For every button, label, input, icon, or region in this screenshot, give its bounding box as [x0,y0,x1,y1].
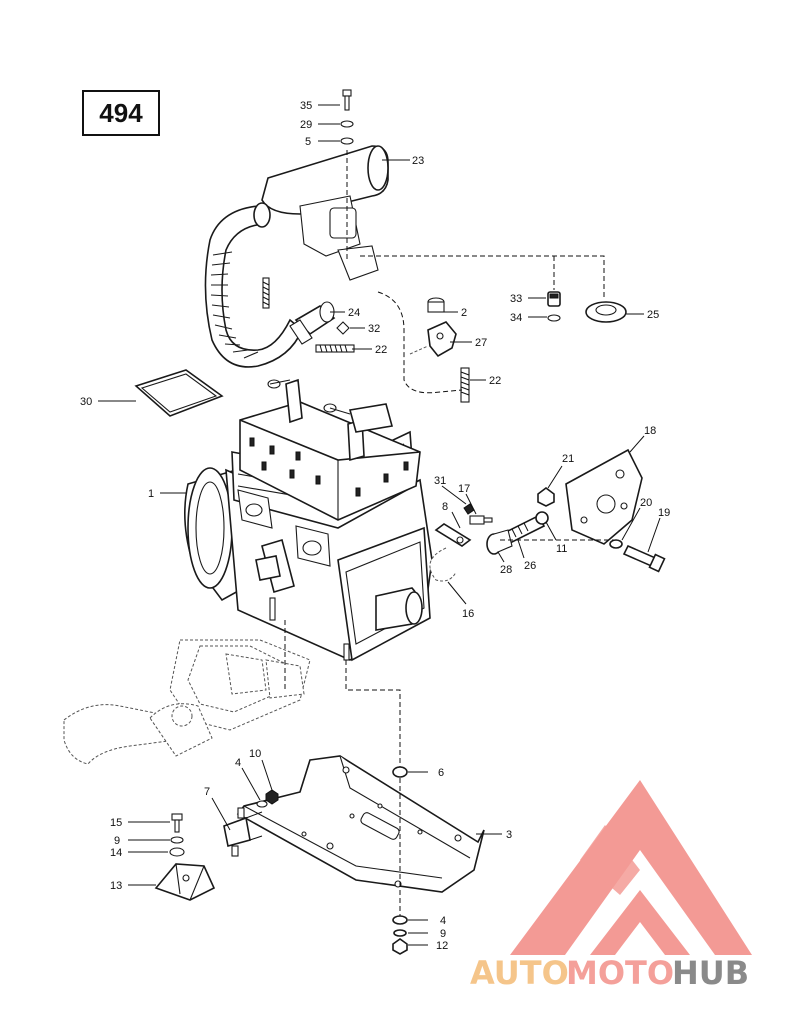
callout-28: 28 [500,564,512,576]
callout-30: 30 [80,396,92,408]
engine-1 [184,378,433,662]
watermark-wordmark: AUTO MOTO HUB [470,954,749,992]
callout-13: 13 [110,880,122,892]
bracket-18 [565,448,643,545]
muffler-23 [261,145,389,281]
watermark-word-auto: AUTO [470,954,569,992]
callout-25: 25 [647,309,659,321]
spring-route-line [377,291,463,394]
washer-9b [393,929,407,937]
spring-upper [262,277,270,309]
washer-29 [340,120,354,128]
callout-9-left: 9 [114,835,120,847]
watermark-triangle-left [580,825,640,895]
callout-4-lower: 4 [440,915,446,927]
bolt-15 [171,813,183,833]
callout-17: 17 [458,483,470,495]
callout-8: 8 [442,501,448,513]
nut-11 [535,511,549,525]
callout-26: 26 [524,560,536,572]
flex-exhaust-pipe [204,202,303,368]
callout-29: 29 [300,119,312,131]
callout-4-upper: 4 [235,757,241,769]
mount-route-line [360,255,605,300]
callout-14: 14 [110,847,122,859]
grommet-25 [585,301,627,323]
exhaust-manifold-ghost [63,639,311,765]
spring-22b [460,367,470,403]
callout-35: 35 [300,100,312,112]
callout-3: 3 [506,829,512,841]
clip-8 [434,523,472,547]
callout-12: 12 [436,940,448,952]
washer-4a [256,800,268,808]
callout-27: 27 [475,337,487,349]
callout-7: 7 [204,786,210,798]
washer-20 [609,539,623,549]
head-bolts [249,437,409,497]
washer-4b [392,915,408,925]
bracket-27 [409,321,457,358]
callout-33: 33 [510,293,522,305]
rubber-mount-13 [154,863,216,901]
callout-2: 2 [461,307,467,319]
spring-22a [315,344,355,353]
callout-16: 16 [462,608,474,620]
callout-22-upper: 22 [375,344,387,356]
callout-18: 18 [644,425,656,437]
gasket-30 [134,369,224,417]
head-fittings [267,378,394,462]
mount-33 [547,291,561,307]
callout-5: 5 [305,136,311,148]
callout-6: 6 [438,767,444,779]
watermark-word-hub: HUB [672,954,749,992]
callout-1: 1 [148,488,154,500]
nut-21 [537,487,555,507]
washer-9a [170,836,184,844]
callout-labels: 35 29 5 23 24 32 22 2 33 34 25 27 22 30 … [80,100,670,952]
leader-lines [98,104,661,946]
bolt-17 [469,515,493,525]
bolt-19 [622,544,666,573]
bolt-35 [342,89,352,111]
watermark-triangle-inner [590,890,690,955]
callout-23: 23 [412,155,424,167]
bushing-28 [486,529,513,555]
washer-5 [340,137,354,145]
nut-12 [392,938,408,955]
callout-9-lower: 9 [440,928,446,940]
callout-11: 11 [556,543,567,555]
watermark-logo [510,780,752,955]
callout-22-lower: 22 [489,375,501,387]
ring-16 [429,547,457,582]
rubber-mount-6 [392,766,408,778]
callout-32: 32 [368,323,380,335]
engine-drop-line-right [345,660,401,770]
diagram-number-box: 494 [82,90,160,136]
nut-31 [463,503,475,515]
callout-20: 20 [640,497,652,509]
grommet-32 [336,321,350,335]
cap-2 [427,297,445,313]
washer-34 [547,314,561,322]
callout-24: 24 [348,307,360,319]
engine-support-3 [236,755,485,893]
callout-10: 10 [249,748,261,760]
diagram-number: 494 [99,97,143,128]
callout-34: 34 [510,312,522,324]
watermark-triangle-outer [510,780,752,955]
watermark-word-moto: MOTO [566,954,674,992]
callout-21: 21 [562,453,574,465]
callout-19: 19 [658,507,670,519]
callout-31: 31 [434,475,446,487]
callout-15: 15 [110,817,122,829]
motor-mount-7 [223,807,263,857]
washer-14 [169,847,185,857]
